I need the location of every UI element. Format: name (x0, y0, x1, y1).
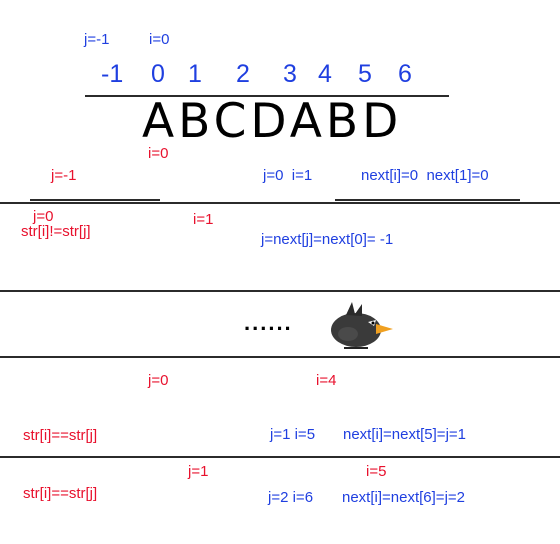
black-bird-icon (331, 302, 393, 349)
row1-j-label: j=-1 (51, 167, 77, 184)
string-segment (335, 199, 520, 201)
row4-compare: str[i]==str[j] (23, 427, 98, 444)
row2-assign: j=next[j]=next[0]= -1 (261, 231, 394, 248)
ellipsis-dots: ...... (244, 310, 293, 335)
row5-compare: str[i]==str[j] (23, 485, 98, 502)
index-label: 0 (151, 60, 165, 88)
string-letters: ABCDABD (142, 94, 403, 149)
row2-j-label: j=0 (33, 208, 54, 225)
header-i-label: i=0 (149, 31, 170, 48)
row4-j-label: j=0 (148, 372, 169, 389)
index-label: -1 (101, 60, 124, 88)
index-label: 5 (358, 60, 372, 88)
row-divider (0, 356, 560, 358)
index-label: 4 (318, 60, 332, 88)
row5-next: next[i]=next[6]=j=2 (342, 489, 466, 506)
index-label: 2 (236, 60, 250, 88)
row4-state: j=1 i=5 (270, 426, 316, 443)
index-label: 1 (188, 60, 202, 88)
row4-next: next[i]=next[5]=j=1 (343, 426, 467, 443)
row-divider (0, 290, 560, 292)
row-divider (0, 456, 560, 458)
row5-j-label: j=1 (188, 463, 209, 480)
row4-i-label: i=4 (316, 372, 337, 389)
row5-state: j=2 i=6 (268, 489, 314, 506)
row2-i-label: i=1 (193, 211, 214, 228)
row2-compare: str[i]!=str[j] (21, 223, 91, 240)
string-underline (85, 95, 449, 97)
index-label: 3 (283, 60, 297, 88)
header-j-label: j=-1 (84, 31, 110, 48)
row-divider (0, 202, 560, 204)
row1-state: j=0 i=1 (263, 167, 313, 184)
index-label: 6 (398, 60, 412, 88)
i-pointer-label: i=0 (148, 145, 169, 162)
row1-next: next[i]=0 next[1]=0 (361, 167, 489, 184)
row5-i-label: i=5 (366, 463, 387, 480)
string-segment (30, 199, 160, 201)
